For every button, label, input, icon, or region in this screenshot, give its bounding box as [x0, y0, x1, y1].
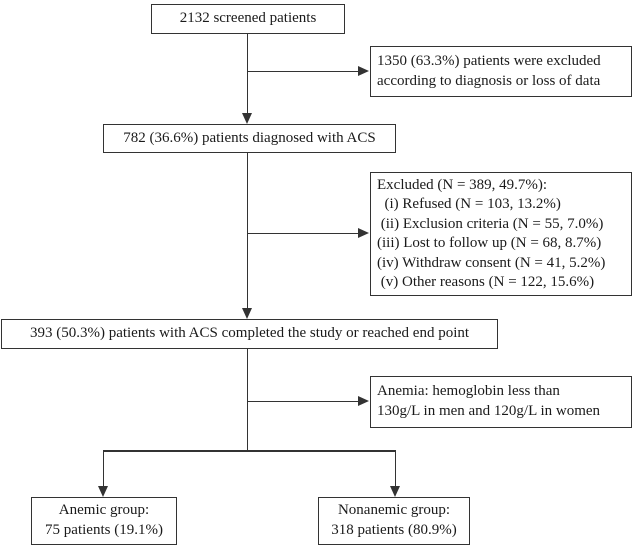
anemic-group-line2: 75 patients (19.1%)	[45, 522, 163, 538]
connector-split-to-anemic	[102, 450, 104, 487]
connector-completed-to-split	[246, 349, 248, 452]
box-anemic-group: Anemic group: 75 patients (19.1%)	[31, 497, 177, 545]
arrowhead-down-completed	[241, 308, 252, 319]
connector-screened-to-diagnosed	[246, 33, 248, 116]
box-completed-study: 393 (50.3%) patients with ACS completed …	[1, 319, 498, 349]
arrowhead-right-excluded-detail	[358, 227, 369, 238]
anemia-criteria-line2: 130g/L in men and 120g/L in women	[377, 403, 601, 419]
excluded-initial-line2: according to diagnosis or loss of data	[377, 72, 601, 89]
box-anemia-criteria: Anemia: hemoglobin less than 130g/L in m…	[370, 376, 632, 428]
nonanemic-group-line2: 318 patients (80.9%)	[331, 522, 457, 538]
arrowhead-right-anemia-criteria	[358, 395, 369, 406]
excluded-detail-item-refused: (i) Refused (N = 103, 13.2%)	[377, 196, 561, 212]
screened-patients-label: 2132 screened patients	[179, 10, 317, 27]
connector-split-horizontal	[102, 450, 396, 452]
box-nonanemic-group: Nonanemic group: 318 patients (80.9%)	[318, 497, 470, 545]
anemic-group-line1: Anemic group:	[58, 502, 150, 519]
nonanemic-group-line1: Nonanemic group:	[337, 502, 451, 519]
connector-split-to-nonanemic	[394, 450, 396, 487]
connector-branch-excluded-detail	[246, 232, 360, 234]
connector-branch-anemia-criteria	[246, 400, 360, 402]
excluded-detail-item-withdraw-consent: (iv) Withdraw consent (N = 41, 5.2%)	[377, 254, 606, 271]
box-screened-patients: 2132 screened patients	[151, 4, 345, 34]
arrowhead-down-diagnosed	[241, 113, 252, 124]
arrowhead-down-anemic	[97, 486, 108, 497]
box-diagnosed-acs: 782 (36.6%) patients diagnosed with ACS	[103, 124, 396, 153]
connector-branch-excluded-initial	[246, 70, 360, 72]
arrowhead-down-nonanemic	[389, 486, 400, 497]
diagnosed-acs-label: 782 (36.6%) patients diagnosed with ACS	[123, 129, 376, 146]
excluded-detail-title: Excluded (N = 389, 49.7%):	[377, 176, 548, 193]
excluded-detail-item-other-reasons: (v) Other reasons (N = 122, 15.6%)	[377, 274, 595, 290]
box-excluded-detail: Excluded (N = 389, 49.7%): (i) Refused (…	[370, 172, 632, 296]
excluded-detail-item-exclusion-criteria: (ii) Exclusion criteria (N = 55, 7.0%)	[377, 215, 604, 232]
connector-diagnosed-to-completed	[246, 153, 248, 310]
anemia-criteria-line1: Anemia: hemoglobin less than	[377, 383, 560, 400]
excluded-initial-line1: 1350 (63.3%) patients were excluded	[377, 52, 601, 69]
completed-study-label: 393 (50.3%) patients with ACS completed …	[29, 325, 470, 342]
excluded-detail-item-lost-followup: (iii) Lost to follow up (N = 68, 8.7%)	[377, 235, 602, 251]
arrowhead-right-excluded-initial	[358, 65, 369, 76]
box-excluded-initial: 1350 (63.3%) patients were excluded acco…	[370, 46, 632, 97]
